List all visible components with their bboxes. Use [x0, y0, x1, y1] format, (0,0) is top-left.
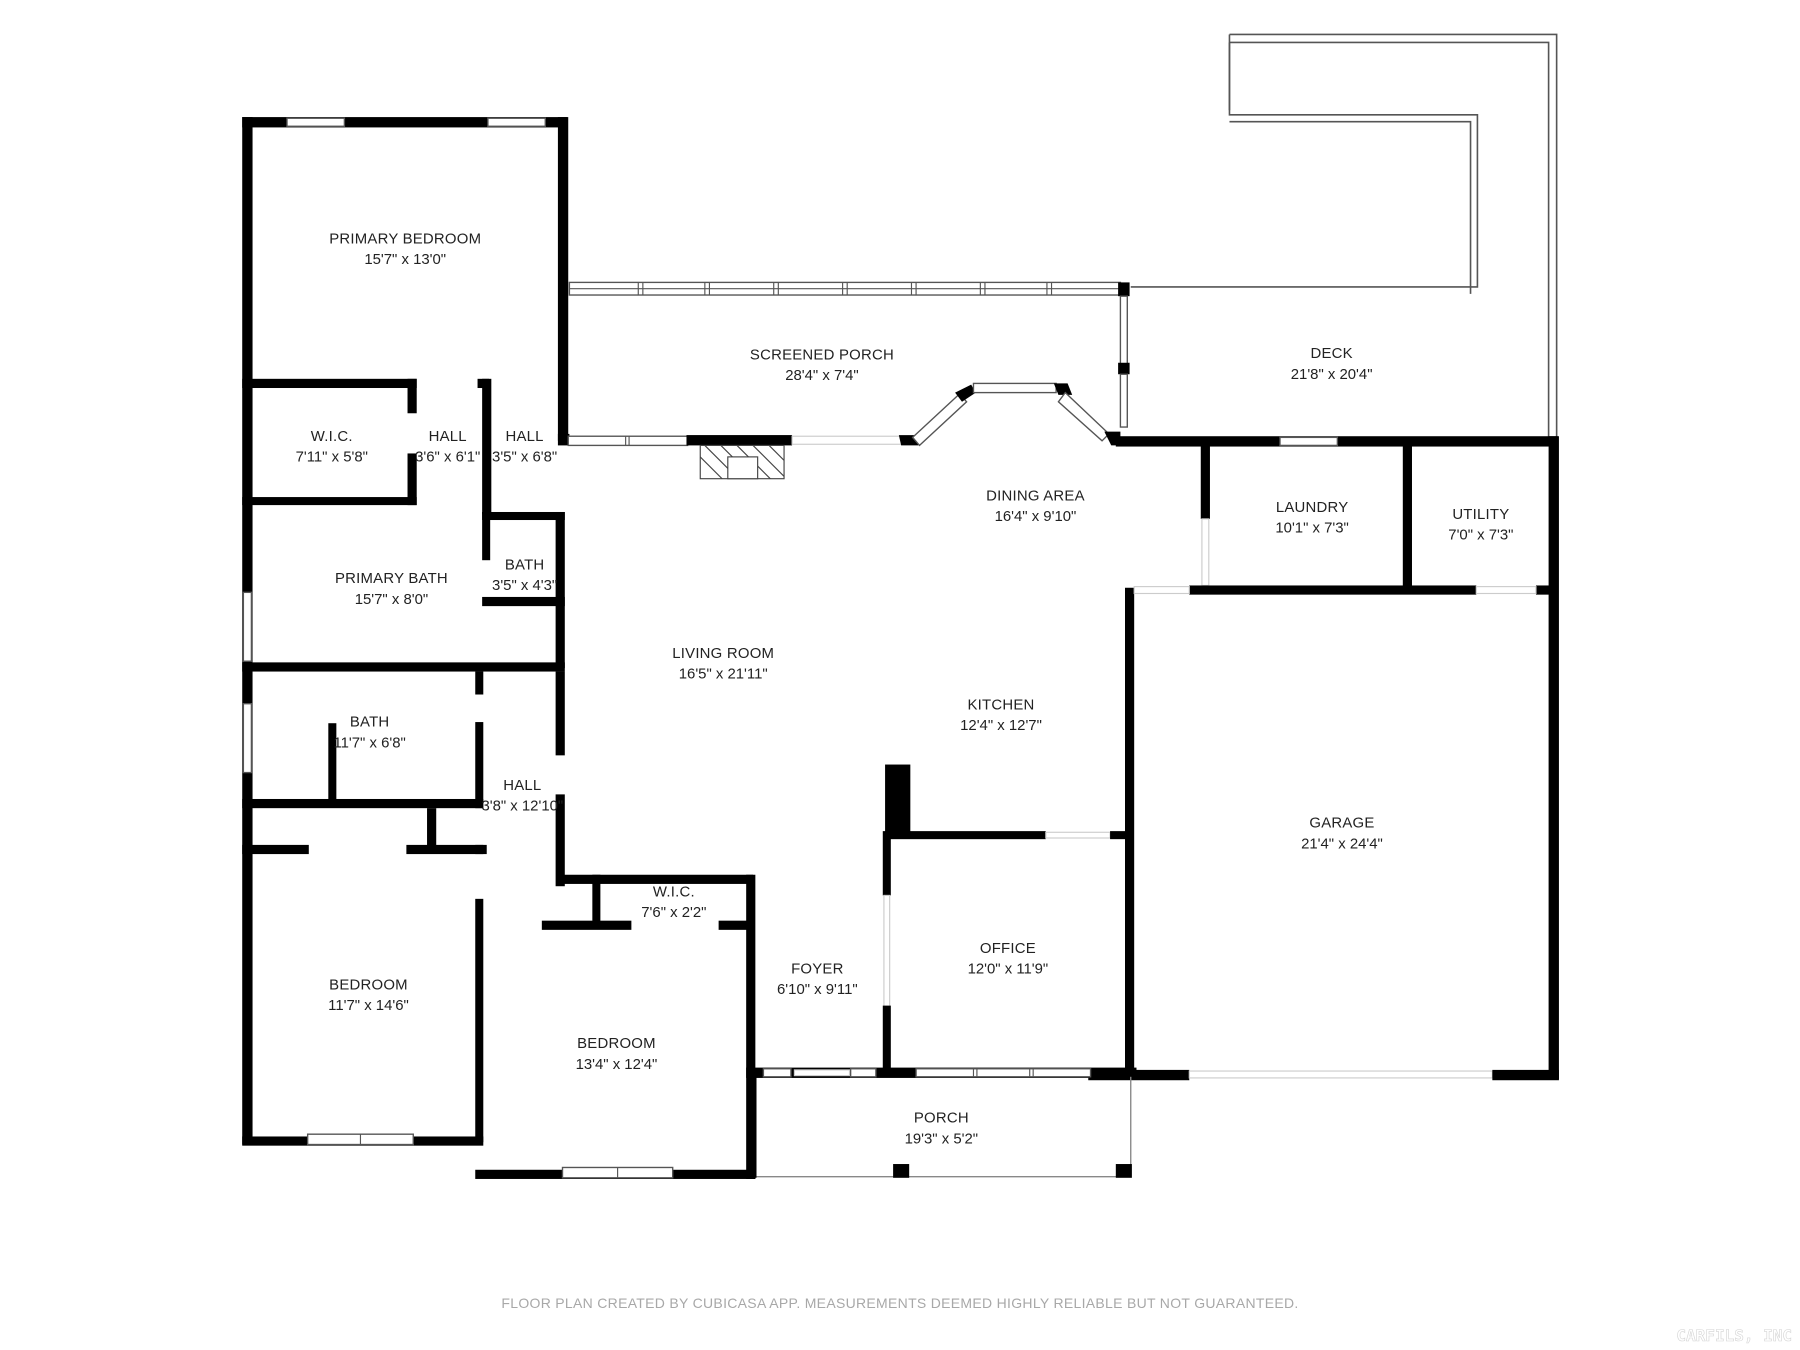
room-dims-primary-bath: 15'7" x 8'0" — [355, 591, 428, 608]
room-dims-hall-3: 3'8" x 12'10" — [481, 797, 563, 814]
walls — [242, 117, 1559, 1179]
room-name-living-room: LIVING ROOM — [672, 645, 774, 662]
room-dims-bath-small: 3'5" x 4'3" — [492, 577, 557, 594]
room-name-deck: DECK — [1310, 345, 1352, 362]
room-name-wic-2: W.I.C. — [653, 884, 695, 901]
room-name-wic: W.I.C. — [311, 428, 353, 445]
room-dims-hall-1: 3'6" x 6'1" — [415, 448, 480, 465]
room-dims-utility: 7'0" x 7'3" — [1448, 527, 1513, 544]
room-name-primary-bath: PRIMARY BATH — [335, 570, 448, 587]
room-name-hall-2: HALL — [506, 428, 544, 445]
disclaimer-text: FLOOR PLAN CREATED BY CUBICASA APP. MEAS… — [501, 1295, 1299, 1311]
room-dims-hall-2: 3'5" x 6'8" — [492, 448, 557, 465]
room-dims-office: 12'0" x 11'9" — [968, 960, 1049, 977]
room-dims-bedroom-1: 11'7" x 14'6" — [328, 997, 409, 1014]
room-dims-wic-2: 7'6" x 2'2" — [641, 904, 706, 921]
room-name-bedroom-2: BEDROOM — [577, 1035, 656, 1052]
room-name-screened-porch: SCREENED PORCH — [750, 346, 894, 363]
room-name-laundry: LAUNDRY — [1276, 499, 1349, 516]
room-name-hall-3: HALL — [503, 777, 541, 794]
room-name-primary-bedroom: PRIMARY BEDROOM — [329, 230, 481, 247]
room-dims-kitchen: 12'4" x 12'7" — [960, 717, 1042, 734]
room-name-kitchen: KITCHEN — [967, 696, 1034, 713]
deck-outline — [1130, 33, 1558, 439]
room-dims-screened-porch: 28'4" x 7'4" — [785, 367, 858, 384]
room-name-porch: PORCH — [914, 1110, 969, 1127]
room-dims-foyer: 6'10" x 9'11" — [777, 981, 858, 998]
room-name-dining-area: DINING AREA — [986, 488, 1085, 505]
room-name-utility: UTILITY — [1452, 506, 1509, 523]
room-name-bath-small: BATH — [505, 556, 545, 573]
room-dims-bath: 11'7" x 6'8" — [333, 734, 405, 751]
room-name-bedroom-1: BEDROOM — [329, 977, 408, 994]
room-dims-primary-bedroom: 15'7" x 13'0" — [364, 251, 446, 268]
room-dims-wic: 7'11" x 5'8" — [296, 448, 368, 465]
room-name-bath: BATH — [350, 714, 390, 731]
watermark: CARFILS, INC — [1676, 1326, 1792, 1346]
room-name-hall-1: HALL — [429, 428, 467, 445]
room-dims-living-room: 16'5" x 21'11" — [679, 665, 768, 682]
room-dims-dining-area: 16'4" x 9'10" — [995, 508, 1077, 525]
room-name-garage: GARAGE — [1309, 815, 1374, 832]
room-name-office: OFFICE — [980, 940, 1036, 957]
room-dims-deck: 21'8" x 20'4" — [1291, 366, 1373, 383]
room-dims-bedroom-2: 13'4" x 12'4" — [576, 1056, 658, 1073]
room-name-foyer: FOYER — [791, 960, 844, 977]
room-dims-garage: 21'4" x 24'4" — [1301, 835, 1383, 852]
room-dims-porch: 19'3" x 5'2" — [905, 1130, 978, 1147]
screened-porch-screen-wall — [568, 281, 1130, 428]
room-labels: PRIMARY BEDROOM 15'7" x 13'0" W.I.C. 7'1… — [296, 230, 1514, 1147]
fireplace-icon — [699, 444, 785, 480]
room-dims-laundry: 10'1" x 7'3" — [1275, 520, 1348, 537]
